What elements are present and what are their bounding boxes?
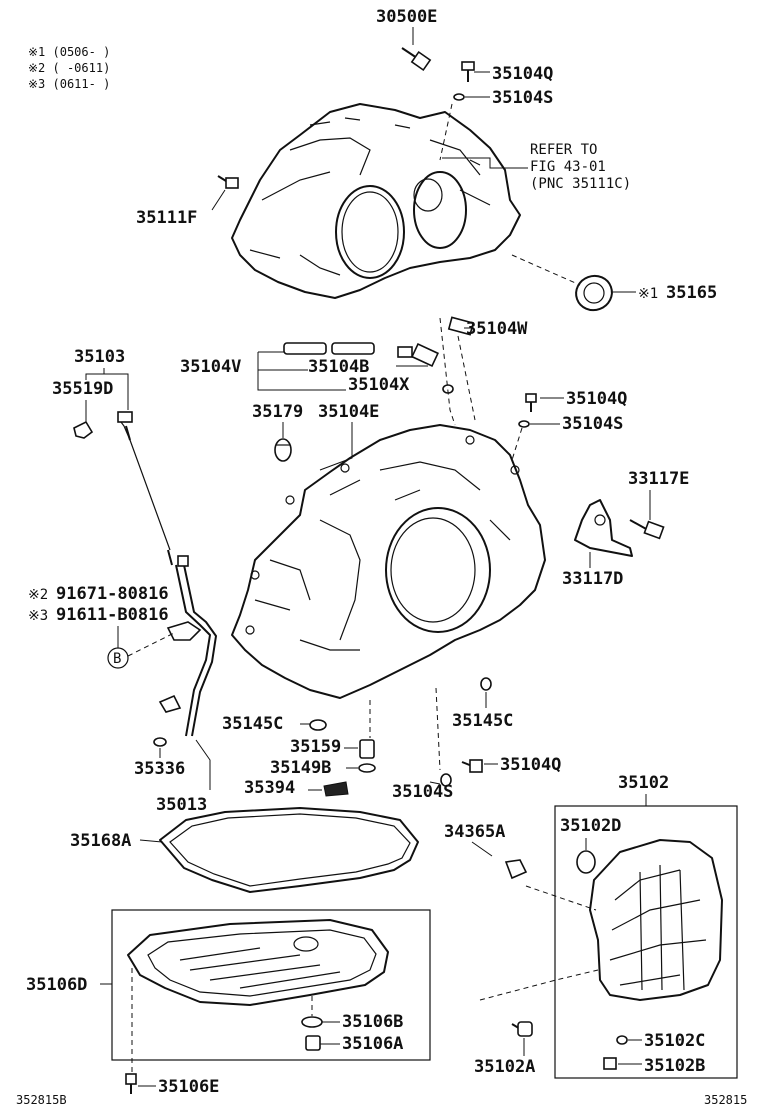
oil-strainer-35102 bbox=[589, 839, 723, 1001]
label-91611-mark: ※3 bbox=[28, 608, 48, 624]
label-33117E: 33117E bbox=[628, 469, 689, 489]
label-35104S-low: 35104S bbox=[392, 782, 453, 802]
plug-35159 bbox=[359, 739, 375, 759]
pan-gasket-35168A bbox=[159, 807, 419, 893]
magnet-35394 bbox=[323, 781, 349, 797]
applicability-notes: ※1 (0506- ) ※2 ( -0611) ※3 (0611- ) bbox=[28, 45, 110, 91]
label-34365A: 34365A bbox=[444, 822, 505, 842]
label-35104Q-low: 35104Q bbox=[500, 755, 561, 775]
label-35102B: 35102B bbox=[644, 1056, 705, 1076]
footer-code-right: 352815 bbox=[704, 1093, 747, 1107]
bolt-35104Q-top bbox=[461, 61, 475, 82]
ref-circle-b bbox=[107, 647, 129, 669]
bracket-33117D bbox=[574, 499, 633, 557]
label-33117D: 33117D bbox=[562, 569, 623, 589]
breather-35179 bbox=[274, 438, 292, 462]
converter-housing bbox=[231, 103, 521, 299]
bolt-35106E bbox=[125, 1073, 137, 1094]
gasket-35145C-left bbox=[309, 719, 327, 731]
note-3: ※3 (0611- ) bbox=[28, 77, 110, 91]
label-35394: 35394 bbox=[244, 778, 295, 798]
label-35102: 35102 bbox=[618, 773, 669, 793]
note-1: ※1 (0506- ) bbox=[28, 45, 110, 59]
dipstick-35103 bbox=[117, 411, 173, 566]
union-35104B bbox=[397, 342, 439, 368]
drain-plug-35106A bbox=[305, 1035, 321, 1051]
refer-line-3: (PNC 35111C) bbox=[530, 176, 631, 192]
pin-35104W bbox=[447, 316, 475, 336]
gasket-35104S-mid bbox=[518, 420, 530, 428]
label-35106D: 35106D bbox=[26, 975, 87, 995]
label-35149B: 35149B bbox=[270, 758, 331, 778]
label-35013: 35013 bbox=[156, 795, 207, 815]
clip-34365A bbox=[504, 859, 528, 880]
label-30500E: 30500E bbox=[376, 7, 437, 27]
label-35179: 35179 bbox=[252, 402, 303, 422]
gasket-35145C-right bbox=[480, 677, 492, 691]
plugs-35104V bbox=[283, 342, 375, 355]
bolt-35102B bbox=[603, 1057, 617, 1070]
note-2: ※2 ( -0611) bbox=[28, 61, 110, 75]
ring-35102D bbox=[576, 850, 596, 874]
label-35104E: 35104E bbox=[318, 402, 379, 422]
label-35104X: 35104X bbox=[348, 375, 410, 395]
label-35145C-right: 35145C bbox=[452, 711, 513, 731]
bolt-35104Q-mid bbox=[525, 393, 537, 412]
label-35145C-left: 35145C bbox=[222, 714, 283, 734]
label-35336: 35336 bbox=[134, 759, 185, 779]
label-35165: 35165 bbox=[666, 283, 717, 303]
bolt-30500E bbox=[401, 47, 432, 72]
label-35102C: 35102C bbox=[644, 1031, 705, 1051]
o-ring-35102C bbox=[616, 1035, 628, 1045]
label-35102A: 35102A bbox=[474, 1057, 535, 1077]
label-35106A: 35106A bbox=[342, 1034, 403, 1054]
label-35103: 35103 bbox=[74, 347, 125, 367]
label-ref-b: B bbox=[113, 651, 121, 667]
transaxle-case bbox=[231, 424, 546, 699]
footer-code-left: 352815B bbox=[16, 1093, 67, 1107]
label-35104Q-mid: 35104Q bbox=[566, 389, 627, 409]
label-35519D: 35519D bbox=[52, 379, 113, 399]
clip-35519D bbox=[73, 420, 94, 439]
gasket-35104S-top bbox=[453, 93, 465, 101]
clamp-35013 bbox=[158, 694, 182, 713]
gasket-35104S-low bbox=[440, 773, 452, 787]
label-35106B: 35106B bbox=[342, 1012, 403, 1032]
bolt-35102A bbox=[511, 1021, 533, 1037]
label-35168A: 35168A bbox=[70, 831, 131, 851]
label-35104S-mid: 35104S bbox=[562, 414, 623, 434]
label-91671: 91671-80816 bbox=[56, 584, 169, 604]
bolt-35111F bbox=[217, 175, 239, 189]
valve-body-group-box bbox=[554, 805, 738, 1079]
oil-pan-group-box bbox=[111, 909, 431, 1061]
label-35104V: 35104V bbox=[180, 357, 241, 377]
bolt-35104Q-low bbox=[461, 759, 483, 773]
o-ring-35336 bbox=[153, 737, 167, 747]
label-35104W: 35104W bbox=[466, 319, 528, 339]
label-91611: 91611-B0816 bbox=[56, 605, 169, 625]
oil-seal-35165 bbox=[575, 274, 613, 312]
refer-line-1: REFER TO bbox=[530, 142, 597, 158]
refer-line-2: FIG 43-01 bbox=[530, 159, 606, 175]
label-35104Q-top: 35104Q bbox=[492, 64, 553, 84]
label-35159: 35159 bbox=[290, 737, 341, 757]
bolt-33117E bbox=[629, 519, 665, 540]
label-91671-mark: ※2 bbox=[28, 587, 48, 603]
label-35106E: 35106E bbox=[158, 1077, 219, 1097]
label-35104S-top: 35104S bbox=[492, 88, 553, 108]
drain-plug-35106B bbox=[301, 1016, 323, 1028]
label-35165-mark: ※1 bbox=[638, 286, 658, 302]
label-35104B: 35104B bbox=[308, 357, 369, 377]
gasket-35149B bbox=[358, 763, 376, 773]
guide-35013 bbox=[166, 555, 217, 737]
label-35102D: 35102D bbox=[560, 816, 621, 836]
label-35111F: 35111F bbox=[136, 208, 197, 228]
oil-pan-35106D bbox=[127, 919, 389, 1006]
